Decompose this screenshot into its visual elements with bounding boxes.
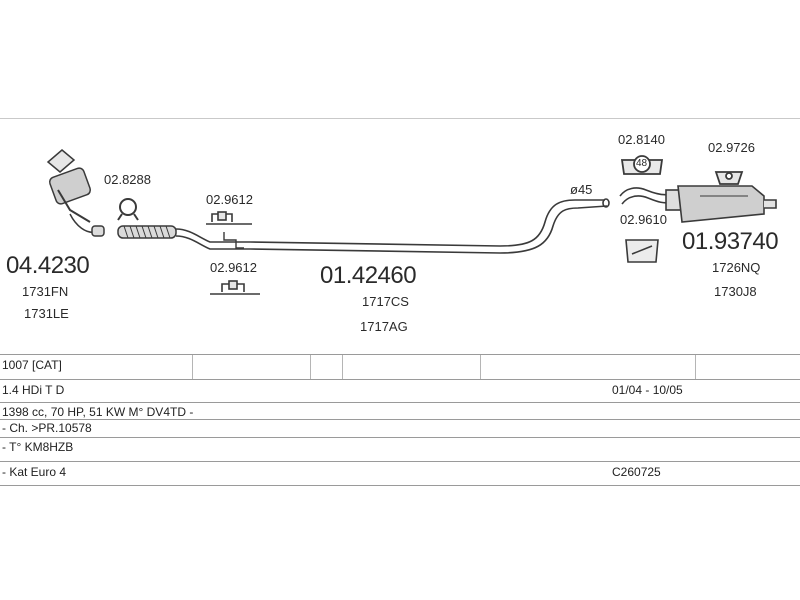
table-divider — [695, 355, 696, 379]
middle-pipe-ref-1: 1717CS — [362, 294, 409, 309]
table-bottom-rule — [0, 485, 800, 486]
info-engine: 1.4 HDi T D — [2, 383, 65, 397]
middle-pipe-part-number: 01.42460 — [320, 262, 417, 289]
clamp-part-number: 02.8288 — [104, 172, 151, 187]
rear-silencer-ref-1: 1726NQ — [712, 260, 761, 275]
table-row — [0, 354, 800, 355]
hanger-1-part[interactable] — [206, 211, 252, 225]
info-chassis: - Ch. >PR.10578 — [2, 421, 92, 435]
info-specs: 1398 cc, 70 HP, 51 KW M° DV4TD - — [2, 405, 194, 419]
table-divider — [480, 355, 481, 379]
rear-silencer-part-number: 01.93740 — [682, 228, 779, 255]
rear-silencer-part[interactable] — [619, 185, 777, 223]
catalyst-part[interactable] — [46, 149, 105, 237]
info-code: C260725 — [612, 465, 661, 479]
hanger-1-part-number: 02.9612 — [206, 192, 253, 207]
rubber-ring-part[interactable] — [620, 155, 664, 175]
catalyst-ref-1: 1731FN — [22, 284, 69, 299]
table-row — [0, 402, 800, 403]
pipe-bracket — [223, 232, 244, 249]
info-emission: - Kat Euro 4 — [2, 465, 67, 479]
info-type: - T° KM8HZB — [2, 440, 74, 454]
rubber-mount-part[interactable] — [714, 171, 744, 185]
pipe-diameter-label: ø45 — [570, 182, 593, 197]
rubber-ring-part-number: 02.8140 — [618, 132, 665, 147]
table-row — [0, 437, 800, 438]
hanger-2-part[interactable] — [210, 280, 260, 295]
table-row — [0, 461, 800, 462]
clamp-part[interactable] — [117, 198, 139, 221]
catalyst-part-number: 04.4230 — [6, 252, 90, 279]
rubber-ring-inner-label: 48 — [636, 158, 648, 169]
flexible-pipe[interactable] — [117, 225, 177, 239]
hanger-3-part[interactable] — [625, 239, 659, 263]
top-divider — [0, 118, 800, 119]
table-divider — [342, 355, 343, 379]
info-date-range: 01/04 - 10/05 — [612, 383, 683, 397]
table-divider — [192, 355, 193, 379]
hanger-2-part-number: 02.9612 — [210, 260, 257, 275]
rear-silencer-ref-2: 1730J8 — [714, 284, 757, 299]
catalyst-ref-2: 1731LE — [24, 306, 69, 321]
table-divider — [310, 355, 311, 379]
table-row — [0, 419, 800, 420]
table-row — [0, 379, 800, 380]
middle-pipe[interactable] — [175, 198, 610, 254]
info-model: 1007 [CAT] — [2, 358, 62, 372]
hanger-3-part-number: 02.9610 — [620, 212, 667, 227]
middle-pipe-ref-2: 1717AG — [360, 319, 408, 334]
rubber-mount-part-number: 02.9726 — [708, 140, 755, 155]
